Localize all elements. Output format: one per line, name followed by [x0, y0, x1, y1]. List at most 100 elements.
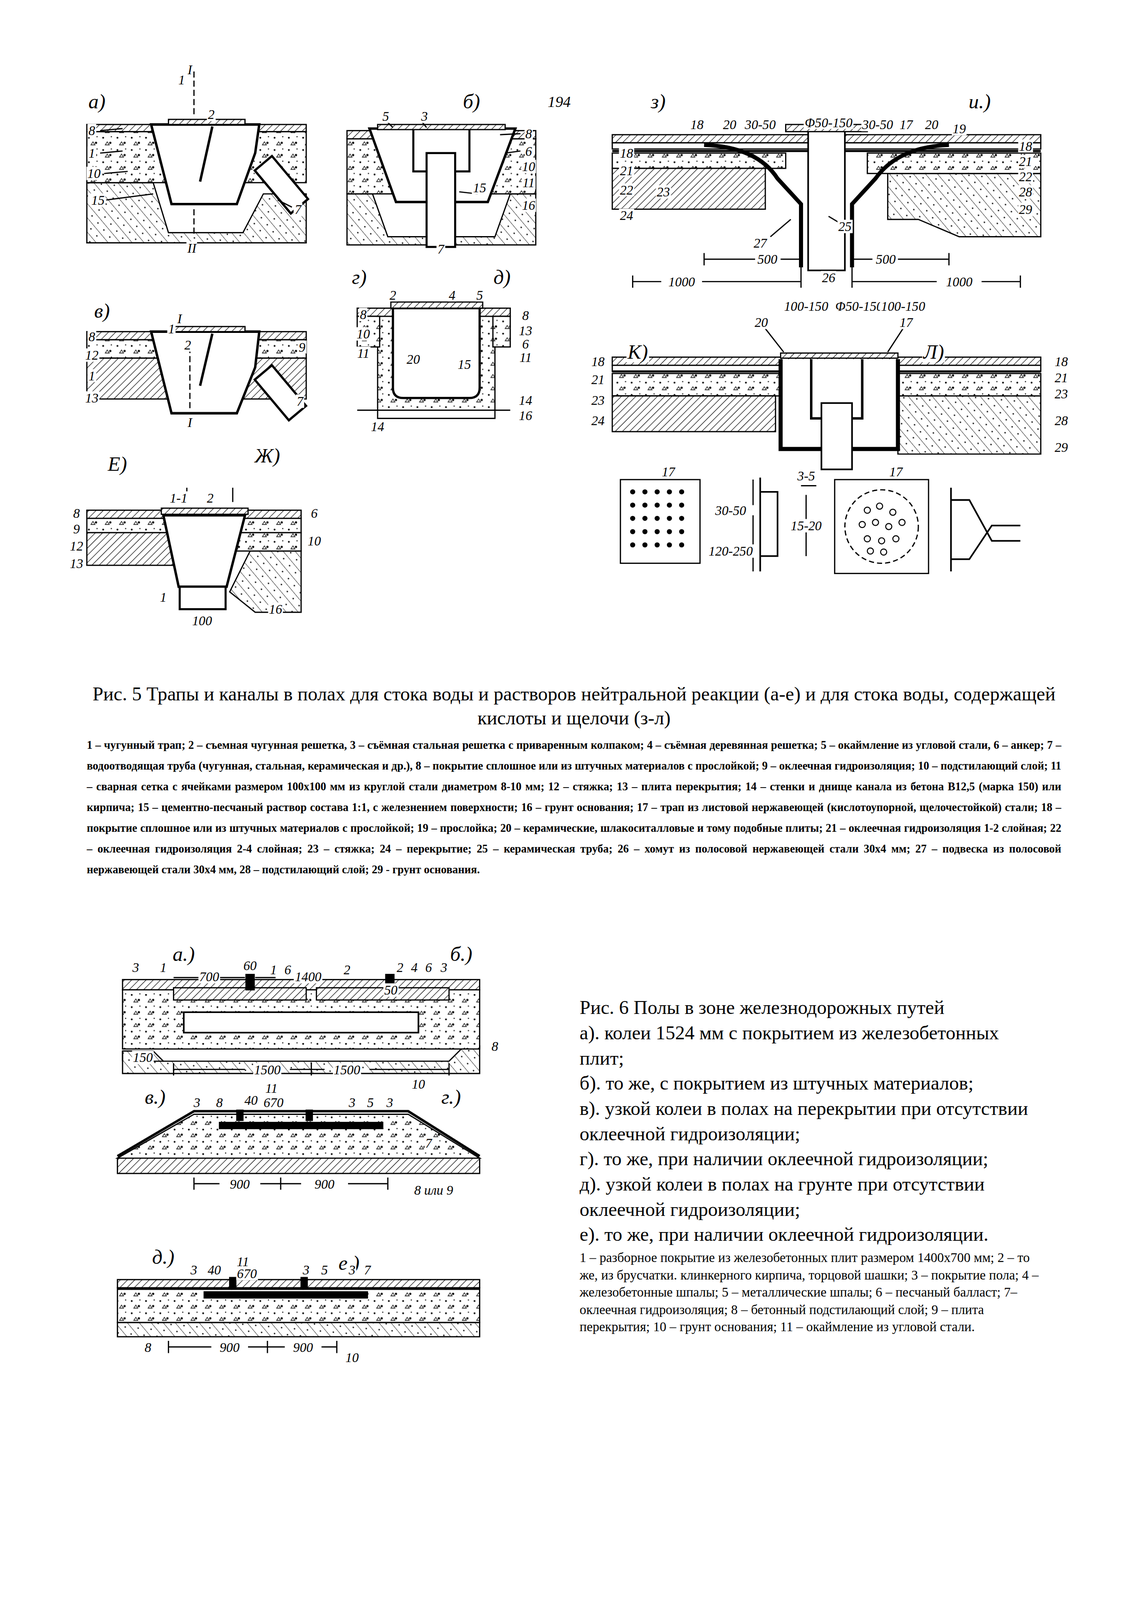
callout-number: 3 [192, 1095, 202, 1109]
callout-number: I [186, 62, 194, 77]
figure-caption-line: г). то же, при наличии оклеечной гидроиз… [579, 1146, 1044, 1172]
callout-number: 16 [518, 408, 534, 423]
callout-number: 7 [363, 1262, 372, 1277]
callout-number: 1 [87, 146, 96, 160]
subfigure-letter: в.) [143, 1086, 167, 1107]
subfigure-letter: и.) [967, 91, 992, 113]
callout-number: 670 [236, 1266, 258, 1281]
callout-number: 700 [198, 969, 220, 984]
subfigure-letter: Е) [106, 454, 129, 475]
callout-number: 8 [72, 506, 81, 521]
callout-number: 18 [590, 354, 606, 368]
subfigure-letter: К) [626, 342, 649, 363]
callout-number: 7 [424, 1136, 433, 1150]
callout-number: 60 [242, 958, 258, 973]
subfigure-letter: Ж) [253, 445, 281, 467]
callout-number: 8 [87, 330, 96, 344]
callout-number: 3 [347, 1262, 356, 1277]
callout-number: 15 [90, 193, 106, 207]
callout-number: 23 [1053, 387, 1070, 401]
subfigure-letter: б) [461, 91, 481, 113]
callout-number: 3 [420, 109, 429, 124]
callout-number: 5 [475, 288, 484, 302]
callout-number: 11 [235, 1254, 250, 1269]
callout-number: II [186, 241, 198, 255]
callout-number: 4 [409, 960, 419, 975]
callout-number: 14 [370, 419, 386, 434]
callout-number: 21 [1053, 371, 1070, 385]
callout-number: 21 [619, 163, 635, 178]
callout-number: 8 [215, 1095, 224, 1109]
callout-number: 8 [524, 127, 533, 141]
callout-number: 6 [310, 506, 319, 521]
callout-number: 40 [243, 1093, 259, 1107]
callout-number: 5 [366, 1095, 375, 1109]
callout-number: 29 [1017, 202, 1034, 216]
callout-number: 7 [293, 202, 302, 216]
callout-number: 13 [84, 391, 100, 405]
subfigure-letter: д) [492, 267, 512, 288]
callout-number: 11 [518, 350, 533, 364]
subfigure-letter: а) [87, 91, 107, 113]
callout-number: 30-50 [861, 118, 894, 132]
callout-number: 3-5 [796, 468, 816, 483]
callout-number: I [186, 415, 194, 430]
callout-number: 2 [206, 107, 216, 122]
callout-number: 12 [69, 539, 85, 553]
callout-number: 22 [1017, 170, 1034, 184]
callout-number: 13 [69, 556, 85, 570]
callout-number: 1 [167, 321, 176, 336]
callout-number: 17 [898, 315, 914, 330]
figure-caption-line: в). узкой колеи в полах на перекрытии пр… [579, 1095, 1044, 1147]
callout-number: 24 [590, 413, 606, 428]
callout-number: 18 [1053, 354, 1070, 368]
callout-number: 900 [292, 1340, 314, 1354]
callout-number: 3 [131, 960, 140, 975]
callout-number: 22 [619, 183, 635, 197]
figure-caption-line: е). то же, при наличии оклеечной гидроиз… [579, 1221, 1044, 1248]
callout-number: 16 [267, 602, 284, 616]
callout-number: 3 [189, 1262, 198, 1277]
callout-number: 1-1 [168, 491, 189, 505]
callout-number: 10 [410, 1076, 426, 1091]
callout-number: 18 [619, 146, 635, 160]
callout-number: 21 [1017, 154, 1034, 168]
callout-number: 8 [359, 307, 368, 321]
callout-number: 4 [447, 288, 456, 302]
callout-number: 900 [229, 1176, 251, 1191]
callout-number: 120-250 [707, 544, 754, 558]
callout-number: 2 [388, 288, 397, 302]
callout-number: 3 [439, 960, 449, 975]
callout-number: 50 [383, 983, 399, 997]
callout-number: 15 [456, 357, 473, 372]
callout-number: 6 [521, 337, 530, 351]
figure-key-text: 1 – разборное покрытие из железобетонных… [579, 1248, 1044, 1336]
subfigure-letter: г.) [440, 1086, 462, 1107]
callout-number: 100-150 [880, 299, 927, 314]
callout-number: 2 [395, 960, 404, 975]
callout-number: 25 [837, 219, 853, 234]
figure-caption-line: а). колеи 1524 мм с покрытием из железоб… [579, 1020, 1044, 1071]
callout-number: 900 [313, 1176, 336, 1191]
callout-number: 100 [191, 613, 213, 627]
callout-number: 14 [518, 393, 534, 407]
callout-number: 10 [520, 159, 537, 173]
callout-number: 10 [355, 326, 372, 341]
callout-number: 24 [619, 208, 635, 223]
subfigure-letter: г) [350, 267, 368, 288]
callout-number: 28 [1017, 185, 1034, 199]
callout-number: 1 [177, 72, 186, 87]
callout-number: 9 [297, 340, 307, 354]
callout-number: 30-50 [744, 118, 777, 132]
callout-number: 8 [521, 308, 530, 323]
callout-number: 1000 [667, 275, 697, 289]
callout-number: 8 [143, 1340, 153, 1354]
subfigure-letter: а.) [171, 944, 196, 965]
callout-number: 8 [490, 1039, 499, 1053]
callout-number: 15 [472, 181, 488, 195]
callout-number: 1 [87, 368, 96, 383]
callout-number: 3 [385, 1095, 394, 1109]
callout-number: 11 [356, 346, 371, 360]
callout-number: 1 [159, 960, 168, 975]
callout-number: 7 [295, 394, 305, 408]
